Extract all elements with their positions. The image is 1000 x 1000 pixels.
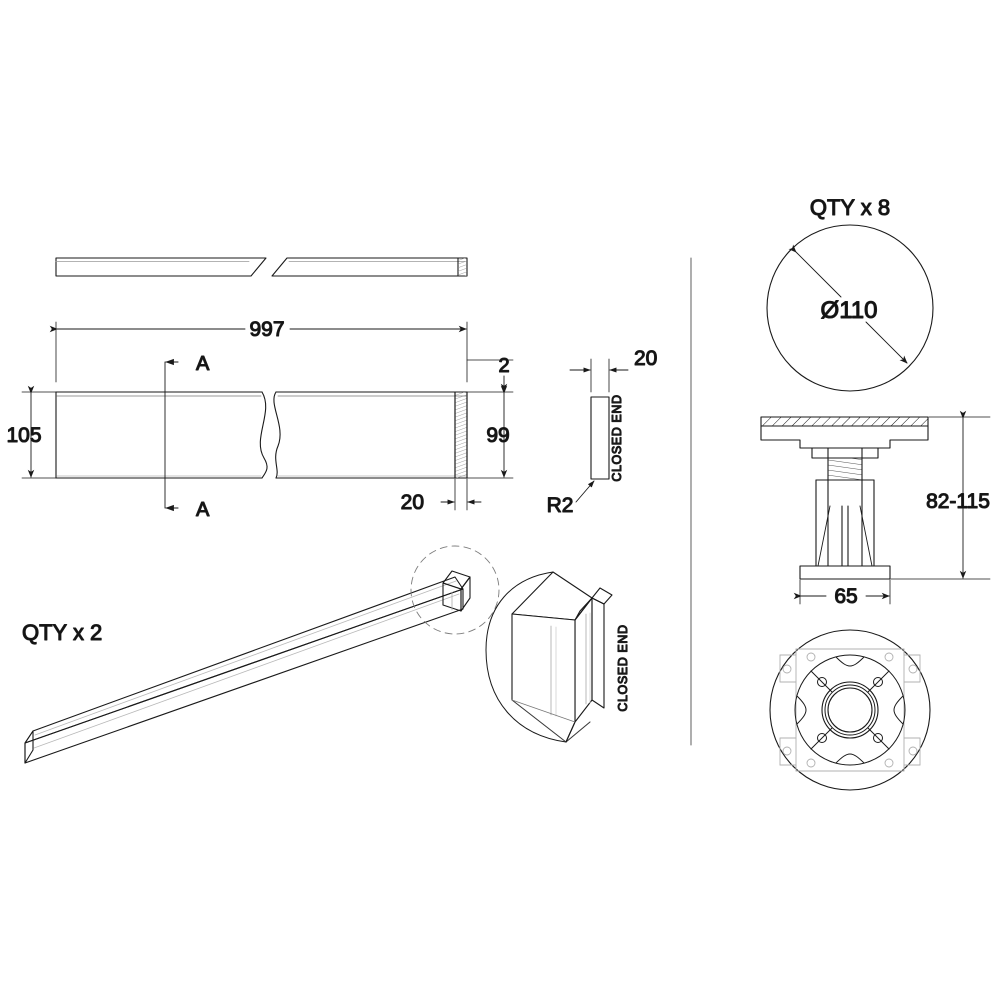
dimension-997 — [49, 321, 468, 383]
dimension-65-label: 65 — [834, 585, 857, 608]
front-elevation-view — [55, 391, 468, 479]
section-label-a-bottom: A — [196, 499, 210, 521]
dimension-r2-label: R2 — [547, 494, 574, 517]
dimension-82-115-label: 82-115 — [926, 490, 990, 513]
dimension-82-115 — [890, 410, 991, 580]
qty-label-leg: QTY x 8 — [810, 195, 890, 220]
section-label-a-top: A — [196, 353, 210, 375]
qty-label-panel: QTY x 2 — [22, 620, 102, 645]
section-marks-aa — [164, 358, 179, 512]
leg-side-elevation — [760, 416, 929, 580]
closed-end-label-iso: CLOSED END — [616, 624, 630, 711]
dimension-105 — [21, 385, 57, 479]
dimension-2-label: 2 — [498, 355, 509, 377]
section-aa-isometric — [485, 571, 613, 743]
leg-base-plan-view — [769, 629, 931, 791]
dimension-20-end-label: 20 — [634, 347, 657, 370]
dimension-20-front-label: 20 — [401, 491, 424, 514]
leg-top-circle-view — [766, 224, 934, 392]
dimension-65 — [793, 579, 891, 605]
dimension-99-label: 99 — [486, 424, 509, 447]
top-edge-view — [55, 257, 468, 277]
dimension-105-label: 105 — [6, 424, 41, 447]
dimension-997-label: 997 — [249, 318, 284, 341]
dimension-diameter-label: Ø110 — [821, 297, 878, 324]
dimension-20-front — [440, 478, 482, 511]
closed-end-label-end-view: CLOSED END — [610, 394, 624, 481]
end-view — [569, 358, 629, 503]
panel-isometric-view — [24, 545, 500, 764]
dimension-99 — [466, 385, 514, 479]
